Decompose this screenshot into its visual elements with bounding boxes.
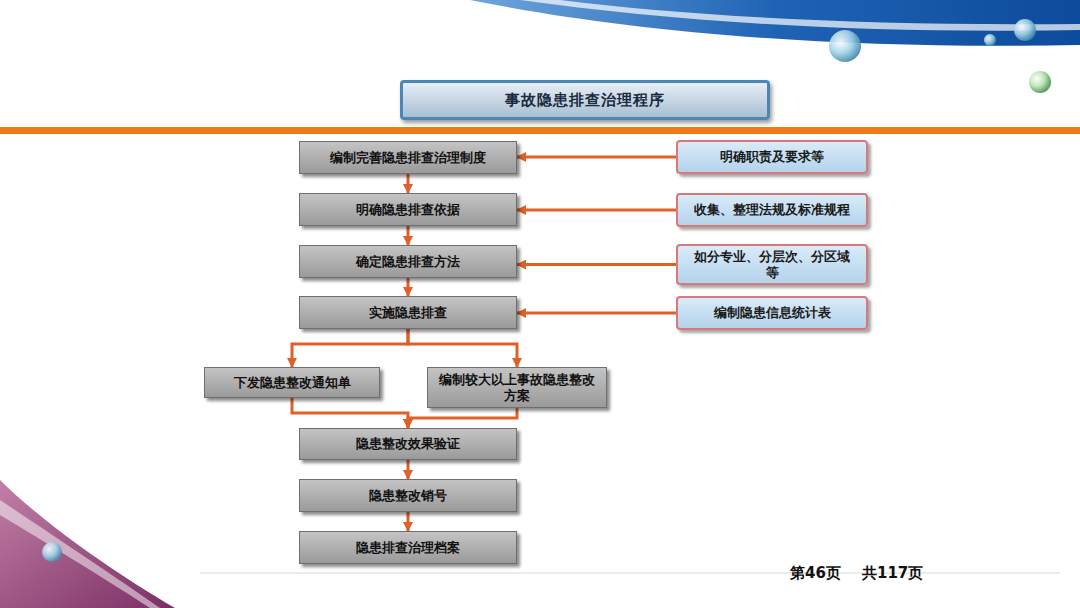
process-box: 编制完善隐患排查治理制度 <box>299 141 517 174</box>
note-box: 明确职责及要求等 <box>676 140 868 174</box>
note-box: 收集、整理法规及标准规程 <box>676 193 868 227</box>
flow-arrow <box>408 329 517 367</box>
box-text: 收集、整理法规及标准规程 <box>694 202 850 218</box>
orange-rule <box>0 127 1080 134</box>
note-box: 编制隐患信息统计表 <box>676 296 868 330</box>
flow-arrow <box>407 226 410 245</box>
box-text: 隐患整改效果验证 <box>356 436 460 452</box>
top-wave <box>470 0 1080 46</box>
flow-arrow <box>407 278 410 296</box>
flow-arrow <box>407 512 410 531</box>
page-number: 第46页 <box>790 564 841 583</box>
flow-arrow <box>407 460 410 479</box>
process-box: 下发隐患整改通知单 <box>204 367 380 398</box>
water-drop <box>42 542 62 562</box>
process-box: 隐患整改销号 <box>299 479 517 512</box>
process-box: 实施隐患排查 <box>299 296 517 329</box>
top-wave-highlight <box>520 0 1080 31</box>
process-box: 确定隐患排查方法 <box>299 245 517 278</box>
process-box: 隐患排查治理档案 <box>299 531 517 564</box>
flow-arrow <box>517 209 676 212</box>
box-text: 隐患排查治理档案 <box>356 540 460 556</box>
bottom-wave-highlight <box>0 500 160 608</box>
box-text: 明确隐患排查依据 <box>356 202 460 218</box>
title-box: 事故隐患排查治理程序 <box>400 80 770 120</box>
title-text: 事故隐患排查治理程序 <box>505 91 665 110</box>
flow-arrow <box>407 174 410 193</box>
box-text: 编制完善隐患排查治理制度 <box>330 150 486 166</box>
box-text: 隐患整改销号 <box>369 488 447 504</box>
water-drop <box>984 34 996 46</box>
flow-arrow <box>517 263 676 266</box>
box-text: 明确职责及要求等 <box>720 149 824 165</box>
note-box: 如分专业、分层次、分区域等 <box>676 244 868 285</box>
footer-rule <box>200 573 1060 574</box>
box-text: 如分专业、分层次、分区域等 <box>688 249 856 280</box>
water-drop <box>1014 19 1036 41</box>
box-text: 编制较大以上事故隐患整改方案 <box>438 372 596 403</box>
flow-arrow <box>292 329 408 367</box>
flow-arrow <box>517 156 676 159</box>
water-drop <box>1029 71 1051 93</box>
process-box: 编制较大以上事故隐患整改方案 <box>427 367 607 408</box>
flow-arrow <box>517 312 676 315</box>
flow-arrow <box>292 398 408 428</box>
box-text: 编制隐患信息统计表 <box>714 305 831 321</box>
process-box: 隐患整改效果验证 <box>299 428 517 460</box>
box-text: 确定隐患排查方法 <box>356 254 460 270</box>
flow-arrow <box>408 408 517 428</box>
page-number: 共117页 <box>862 564 923 583</box>
box-text: 下发隐患整改通知单 <box>234 375 351 391</box>
water-drop <box>829 30 861 62</box>
process-box: 明确隐患排查依据 <box>299 193 517 226</box>
box-text: 实施隐患排查 <box>369 305 447 321</box>
bottom-wave <box>0 480 175 608</box>
